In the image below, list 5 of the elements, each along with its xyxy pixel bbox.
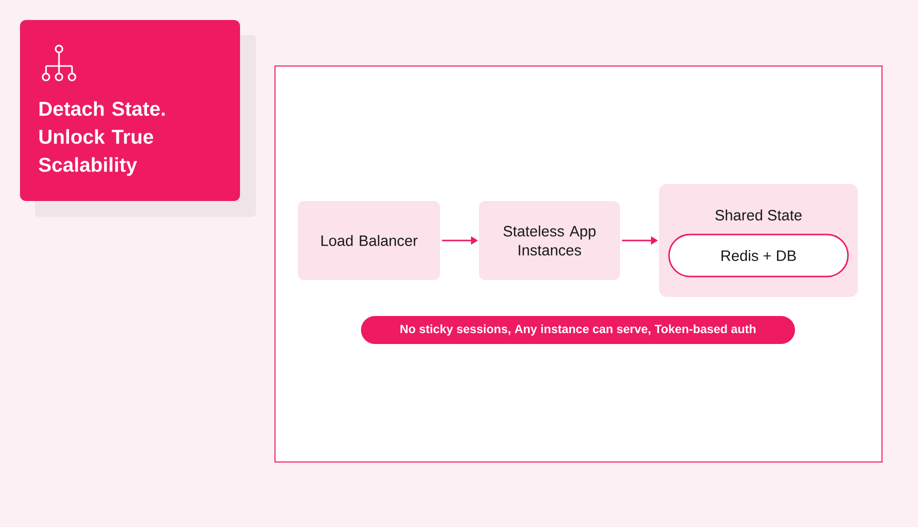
process-box: Load Balancer [298, 201, 440, 280]
process-box: Stateless App Instances [479, 201, 620, 280]
title-card: Detach State. Unlock True Scalability [20, 20, 240, 201]
pill-box: Redis + DB [668, 234, 849, 278]
note-pill: No sticky sessions, Any instance can serve, Token-based auth [361, 316, 795, 344]
